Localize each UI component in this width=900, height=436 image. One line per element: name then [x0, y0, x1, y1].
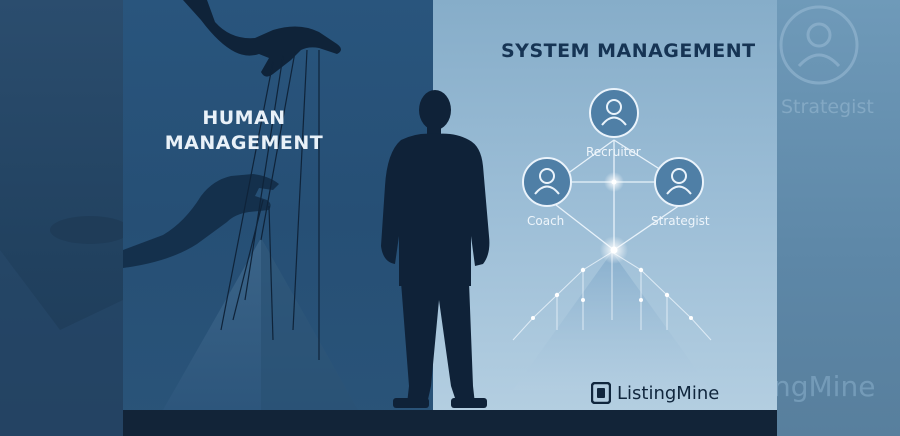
node-label-recruiter: Recruiter	[586, 145, 641, 159]
listingmine-logo: ListingMine	[591, 382, 719, 404]
blurred-right-graphic	[779, 5, 859, 85]
human-management-title: HUMAN MANAGEMENT	[164, 107, 324, 154]
upper-hand-icon	[183, 0, 341, 77]
person-icon	[654, 157, 704, 207]
puppet-hands-graphic	[123, 0, 358, 410]
blurred-left-margin	[0, 0, 130, 436]
system-network-graphic	[512, 88, 712, 390]
person-icon	[589, 88, 639, 138]
logo-text: ListingMine	[617, 382, 720, 404]
blurred-left-graphic	[0, 216, 130, 436]
network-pyramid	[513, 252, 711, 390]
businessman-silhouette	[381, 90, 490, 408]
system-management-title: SYSTEM MANAGEMENT	[501, 40, 756, 62]
ghost-brand-text: ngMine	[773, 370, 876, 403]
node-label-strategist: Strategist	[651, 214, 710, 228]
main-panel: HUMAN MANAGEMENT	[123, 0, 777, 436]
listingmine-logo-icon	[591, 382, 611, 404]
blurred-right-margin: Strategist ngMine	[773, 0, 900, 436]
lower-hand-icon	[123, 174, 279, 268]
node-label-coach: Coach	[527, 214, 565, 228]
bottom-floor-bar	[123, 410, 777, 436]
person-icon	[522, 157, 572, 207]
puppet-strings	[220, 49, 320, 360]
ghost-strategist-text: Strategist	[781, 96, 874, 118]
